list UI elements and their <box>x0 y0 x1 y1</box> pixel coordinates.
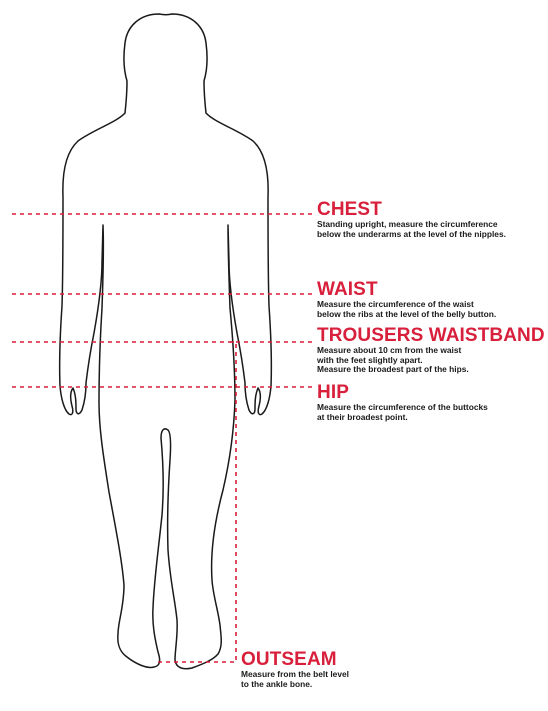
measurement-guides <box>12 214 312 662</box>
waist-label-group: WAIST Measure the circumference of the w… <box>317 280 496 319</box>
hip-title: HIP <box>317 383 488 403</box>
hip-description: Measure the circumference of the buttock… <box>317 403 488 422</box>
hip-label-group: HIP Measure the circumference of the but… <box>317 383 488 422</box>
chest-title: CHEST <box>317 200 506 220</box>
outseam-title: OUTSEAM <box>241 650 349 670</box>
outseam-description: Measure from the belt level to the ankle… <box>241 670 349 689</box>
trousers-waistband-label-group: TROUSERS WAISTBAND Measure about 10 cm f… <box>317 326 545 375</box>
trousers-waistband-title: TROUSERS WAISTBAND <box>317 326 545 346</box>
chest-label-group: CHEST Standing upright, measure the circ… <box>317 200 506 239</box>
outseam-label-group: OUTSEAM Measure from the belt level to t… <box>241 650 349 689</box>
waist-title: WAIST <box>317 280 496 300</box>
waist-description: Measure the circumference of the waist b… <box>317 300 496 319</box>
chest-description: Standing upright, measure the circumfere… <box>317 220 506 239</box>
trousers-waistband-description: Measure about 10 cm from the waist with … <box>317 346 545 375</box>
outseam-guide-line <box>158 342 236 662</box>
